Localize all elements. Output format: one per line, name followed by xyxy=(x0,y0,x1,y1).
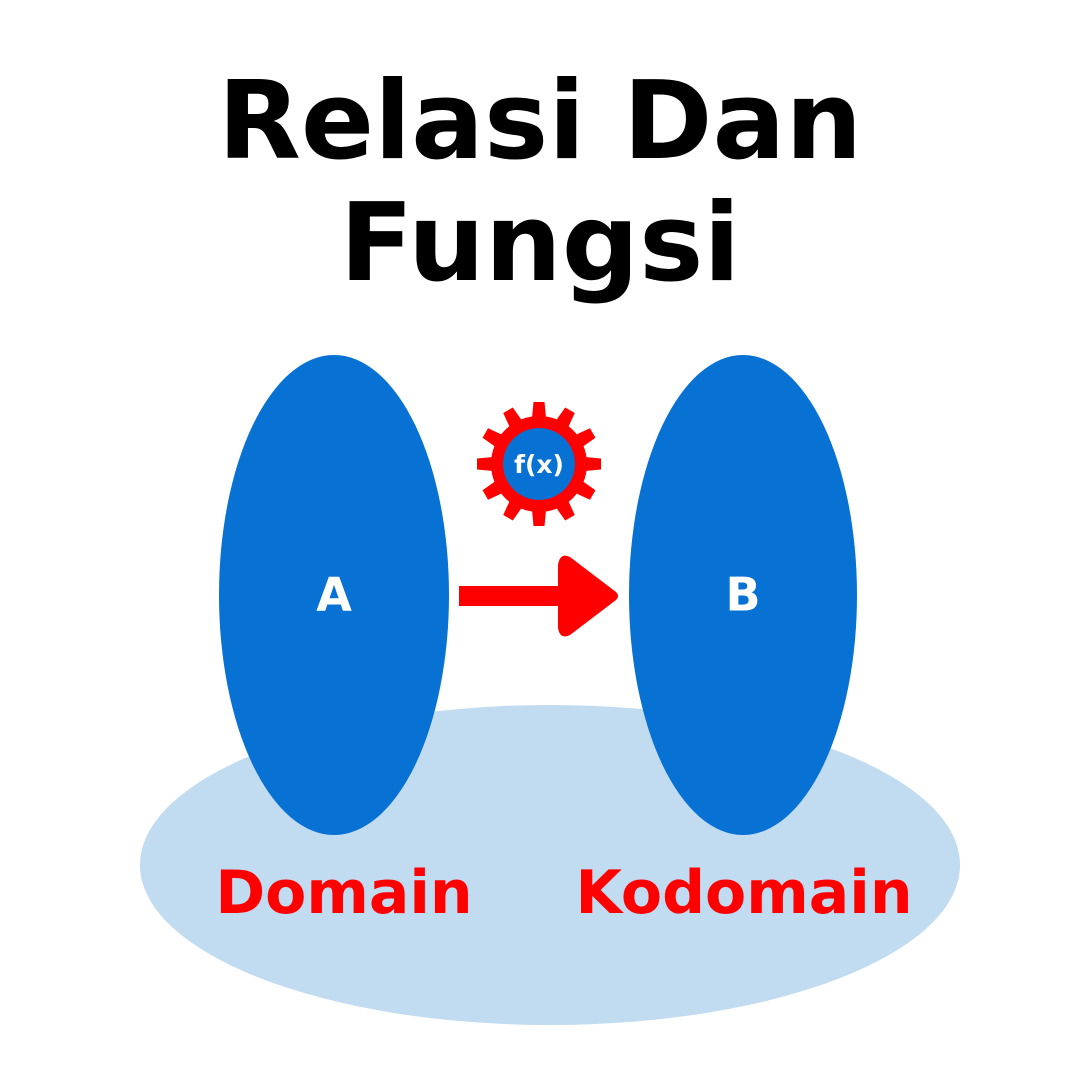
gear-tooth xyxy=(585,457,601,471)
gear-tooth xyxy=(477,457,493,471)
set-b-label: B xyxy=(725,568,760,622)
gear-tooth xyxy=(532,510,546,526)
gear-icon xyxy=(477,402,601,526)
function-label: f(x) xyxy=(514,450,564,479)
set-b-ellipse xyxy=(629,355,857,835)
page-title-line-2: Fungsi xyxy=(339,181,741,306)
gear-tooth xyxy=(532,402,546,418)
set-a-label: A xyxy=(316,568,352,622)
right-arrow-icon xyxy=(459,555,618,637)
page-title-line-1: Relasi Dan xyxy=(217,59,863,184)
domain-caption: Domain xyxy=(215,858,472,928)
set-a-ellipse xyxy=(219,355,449,835)
codomain-caption: Kodomain xyxy=(575,858,912,928)
